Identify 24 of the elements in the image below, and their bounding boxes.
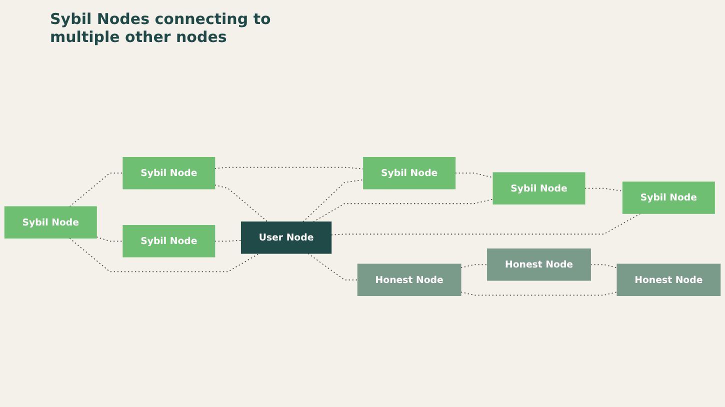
node-box: Sybil Node (363, 157, 456, 190)
connector (308, 253, 358, 280)
node-box: Sybil Node (122, 157, 216, 190)
connector (214, 184, 268, 222)
connector (590, 264, 618, 268)
node-box: Sybil Node (122, 225, 216, 258)
connector (460, 264, 488, 268)
connector (460, 292, 618, 296)
node-box: Honest Node (616, 264, 721, 296)
node-box: Sybil Node (622, 182, 715, 214)
connector (214, 240, 242, 242)
node-box: Honest Node (357, 264, 462, 296)
node-box: User Node (240, 222, 332, 254)
connector (96, 236, 124, 242)
node-box: Sybil Node (4, 206, 97, 239)
connector (69, 172, 124, 207)
connector (454, 172, 494, 178)
node-box: Sybil Node (492, 172, 586, 204)
diagram-title: Sybil Nodes connecting to multiple other nodes (50, 10, 272, 46)
connector (584, 188, 624, 192)
connector (69, 238, 260, 272)
connector (312, 198, 494, 222)
node-box: Honest Node (487, 248, 591, 281)
connector (302, 179, 364, 222)
